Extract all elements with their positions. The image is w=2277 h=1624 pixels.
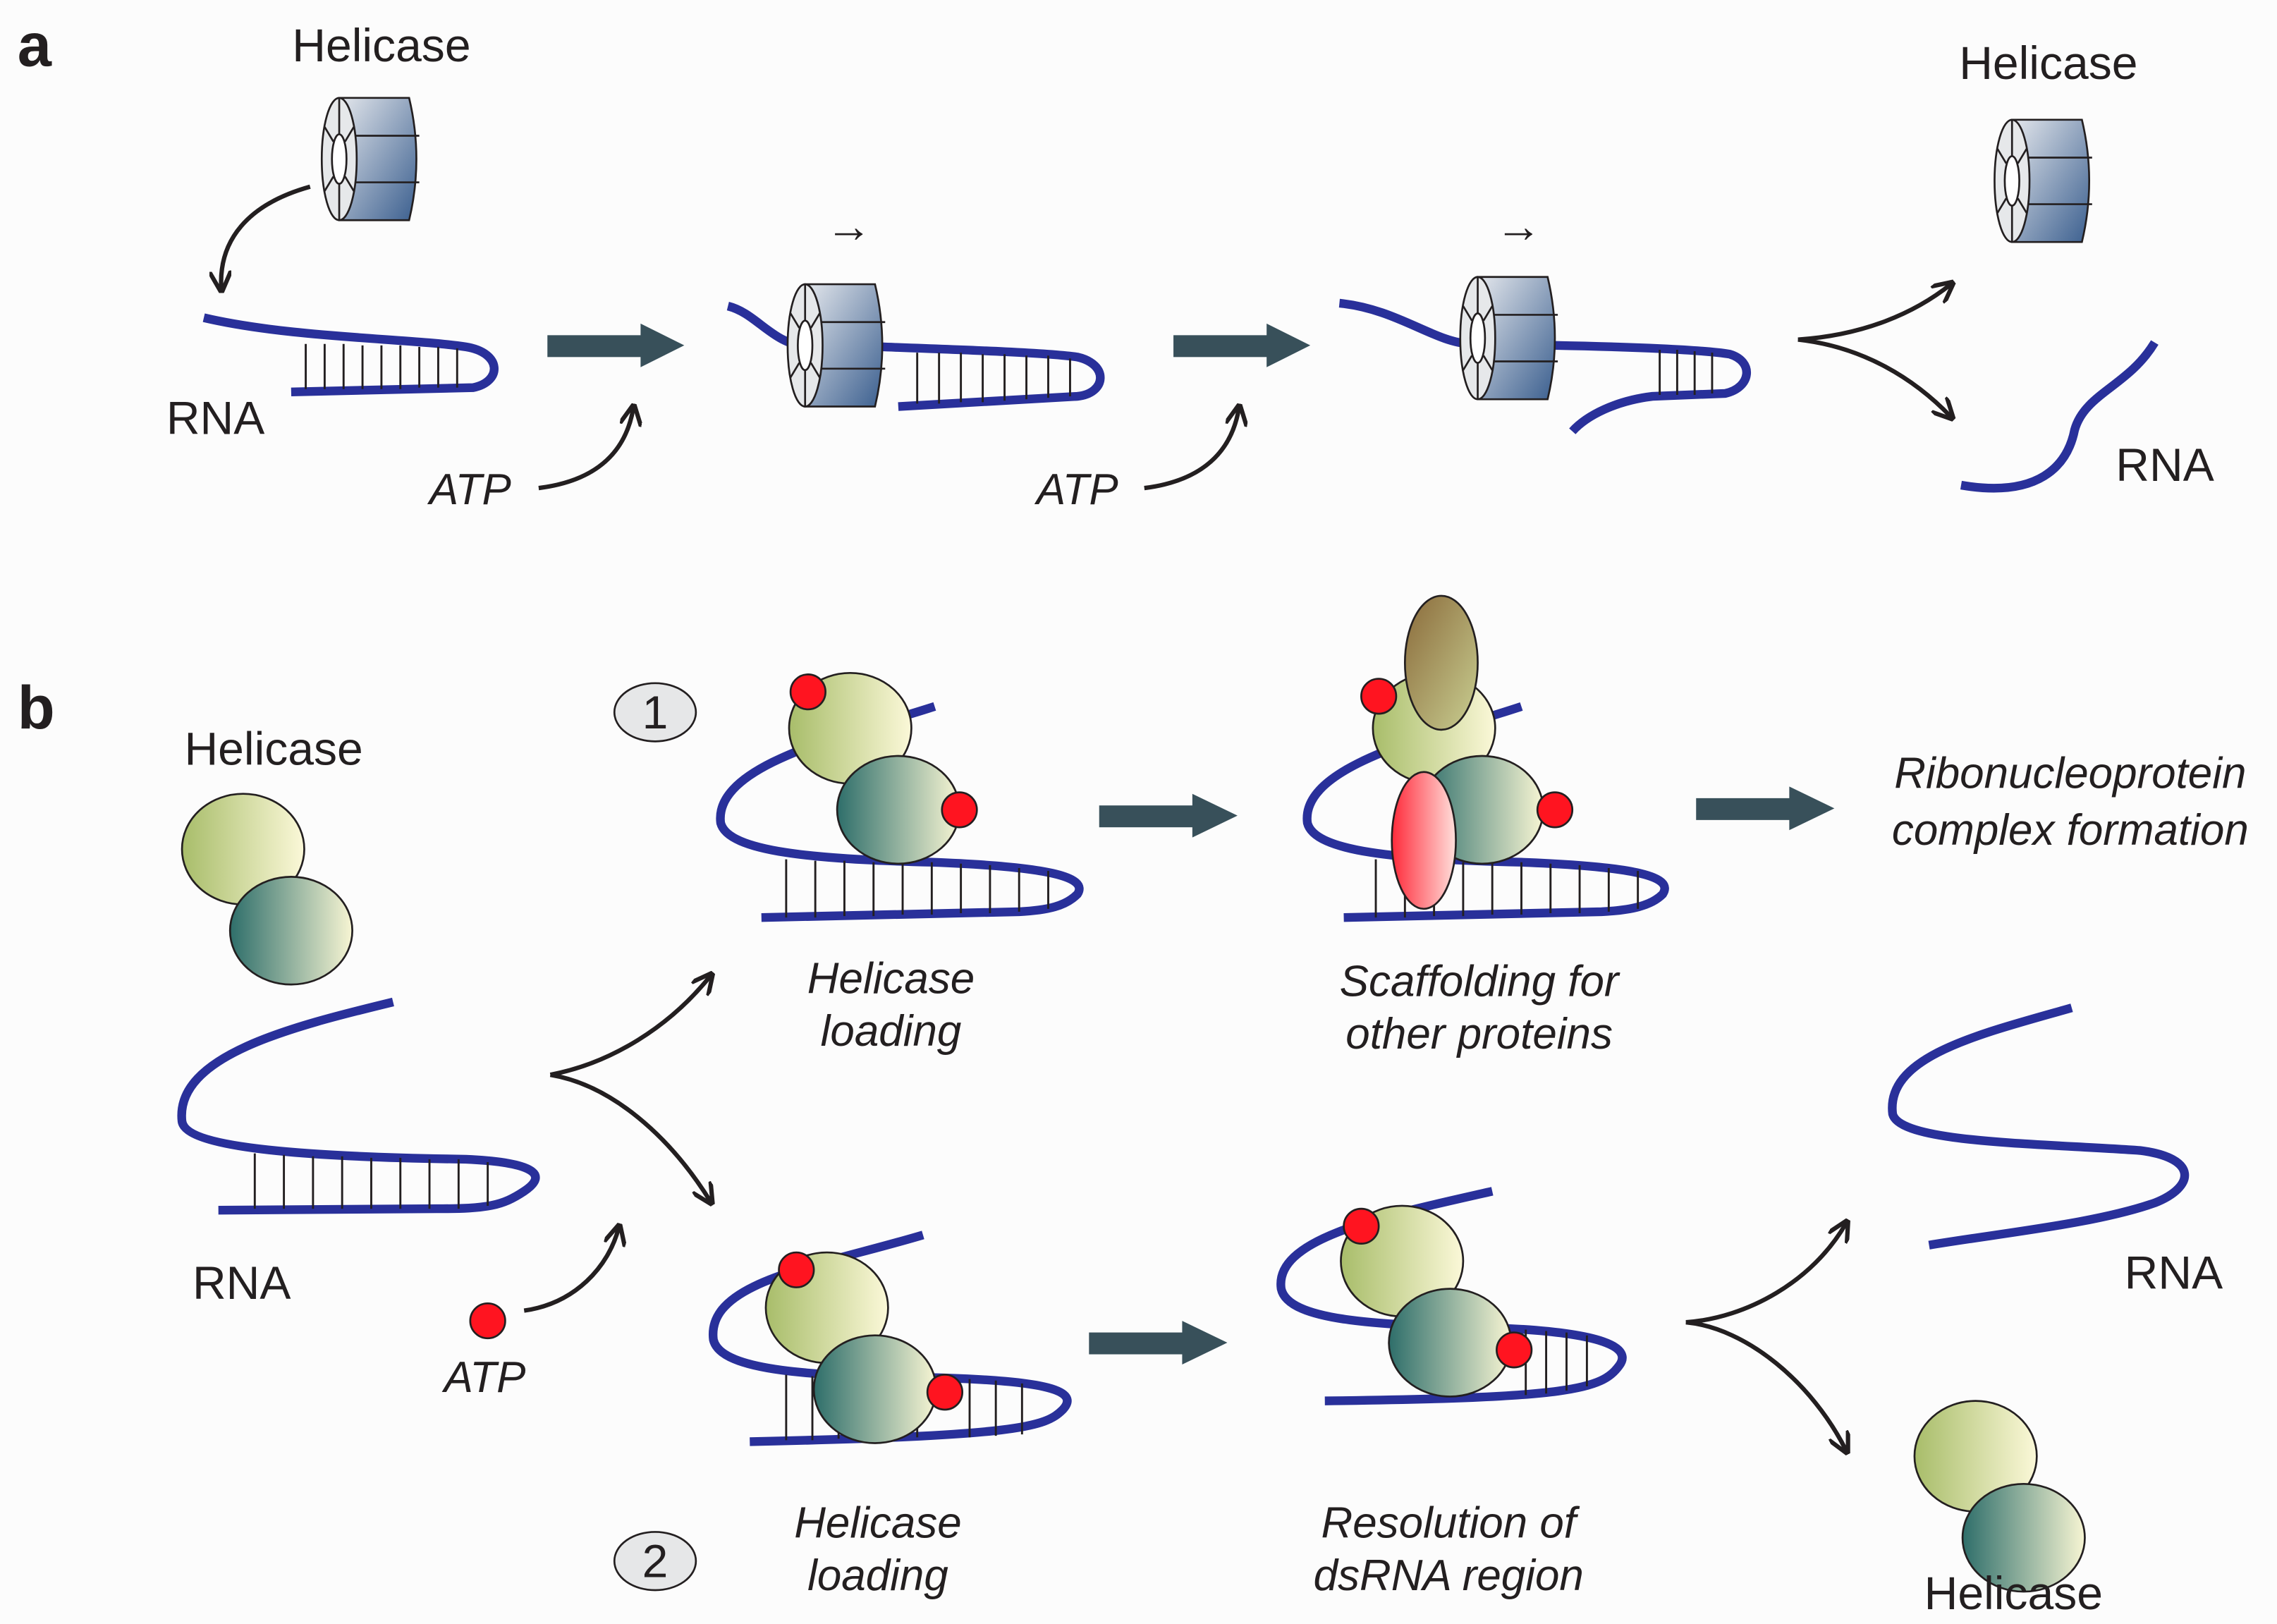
rna-unwinding-2 <box>1338 298 1752 434</box>
helicase-label: Helicase <box>184 722 362 774</box>
complex-helicase-loading-1 <box>716 671 1084 922</box>
complex-scaffolding <box>1302 594 1669 922</box>
binding-arrow <box>221 184 311 289</box>
complex-resolution <box>1276 1187 1627 1405</box>
fork-arrow-up <box>1685 1223 1846 1325</box>
atp-icon <box>1496 1331 1533 1369</box>
rna-label: RNA <box>166 392 264 444</box>
rna-unwinding-1 <box>726 302 1105 411</box>
helicase-dimer-icon <box>1913 1400 2086 1593</box>
atp-icon <box>789 673 826 711</box>
atp-icon <box>1360 678 1398 715</box>
fork-arrow-down <box>1685 1320 1846 1451</box>
direction-arrow: → <box>826 200 872 252</box>
step-label: dsRNA region <box>1314 1551 1584 1600</box>
ring-helicase-icon <box>320 97 420 221</box>
step-label: Helicase <box>794 1499 961 1548</box>
fork-arrow-up <box>1797 284 1951 342</box>
ring-helicase-icon <box>1994 118 2094 243</box>
process-arrow <box>1173 323 1311 367</box>
step-label: loading <box>807 1551 948 1600</box>
rna-hairpin <box>202 313 499 397</box>
panel-a-letter: a <box>18 11 52 79</box>
partner-protein-icon <box>1403 594 1479 731</box>
step-label: other proteins <box>1345 1010 1613 1058</box>
atp-arrow <box>1144 408 1239 491</box>
atp-icon <box>926 1374 964 1411</box>
panel-b-letter: b <box>18 674 55 742</box>
helicase-label-released: Helicase <box>1959 37 2137 89</box>
released-rna <box>1888 1003 2190 1250</box>
helicase-label-released: Helicase <box>1924 1567 2103 1619</box>
fork-arrow-down <box>1797 337 1951 417</box>
step-label: loading <box>821 1007 962 1056</box>
rna-stem-loop <box>177 997 540 1215</box>
process-arrow <box>1089 1321 1228 1365</box>
step-label: Helicase <box>807 955 975 1003</box>
outcome-label: complex formation <box>1892 806 2249 855</box>
ring-helicase-icon <box>1459 276 1559 401</box>
process-arrow <box>1696 786 1835 831</box>
outcome-label: Ribonucleoprotein <box>1894 749 2246 798</box>
atp-icon <box>1536 791 1574 829</box>
pathway-1-badge: 1 <box>613 682 697 743</box>
ring-helicase-icon <box>786 283 886 408</box>
rna-label: RNA <box>193 1257 291 1309</box>
pathway-2-badge: 2 <box>613 1531 697 1592</box>
atp-icon <box>1343 1207 1380 1245</box>
fork-arrow-pathway-1 <box>549 976 710 1077</box>
pathway-2-number: 2 <box>642 1534 669 1587</box>
process-arrow <box>1099 793 1238 838</box>
step-label: Scaffolding for <box>1340 958 1620 1006</box>
step-label: Resolution of <box>1321 1499 1580 1548</box>
single-strand-rna <box>1960 340 2159 493</box>
atp-icon <box>941 791 978 829</box>
direction-arrow: → <box>1495 200 1542 252</box>
atp-arrow <box>523 1228 618 1313</box>
pathway-1-number: 1 <box>642 686 669 738</box>
atp-label: ATP <box>441 1353 526 1402</box>
atp-icon <box>778 1251 815 1288</box>
atp-arrow <box>538 408 633 491</box>
atp-icon <box>469 1302 506 1340</box>
partner-protein-icon <box>1391 771 1457 910</box>
rna-label-released: RNA <box>2125 1247 2223 1299</box>
process-arrow <box>547 323 685 367</box>
atp-label: ATP <box>1034 465 1118 514</box>
complex-helicase-loading-2 <box>709 1231 1072 1446</box>
fork-arrow-pathway-2 <box>549 1073 710 1202</box>
helicase-label: Helicase <box>292 19 470 71</box>
helicase-dimer-icon <box>181 793 353 986</box>
rna-label-released: RNA <box>2116 439 2214 491</box>
atp-label: ATP <box>427 465 511 514</box>
